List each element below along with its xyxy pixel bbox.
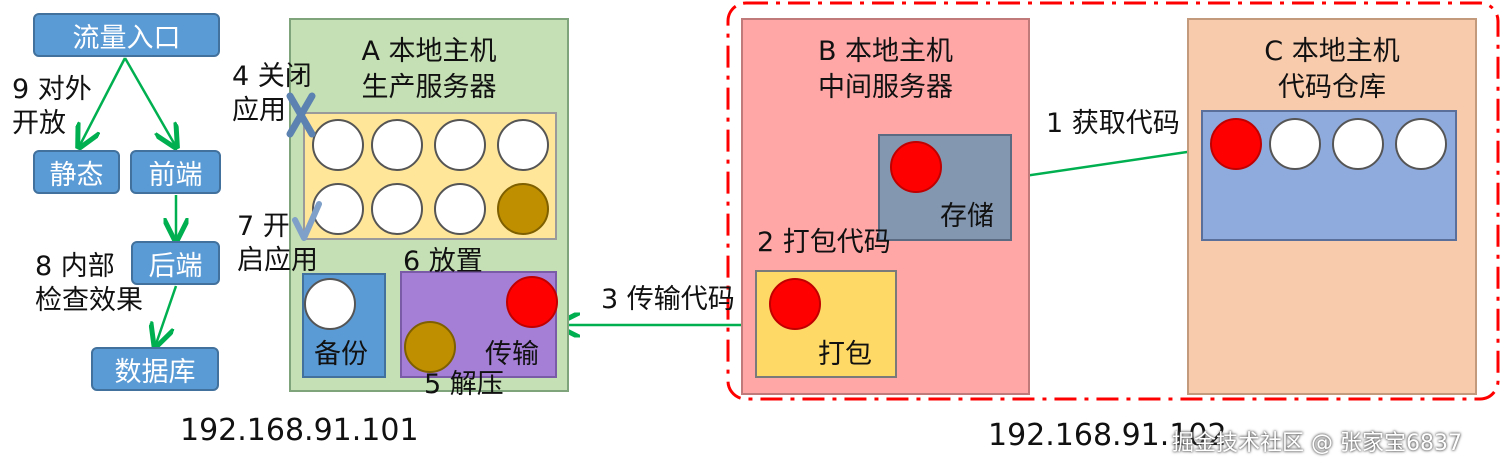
app-slot-7: [434, 183, 486, 235]
step-5-unzip: 5 解压: [424, 369, 504, 400]
arrow-entry-to-frontend: [123, 57, 175, 145]
flow-entry-label: 流量入口: [72, 22, 181, 54]
label-internal-check: 8 内部 检查效果: [35, 251, 143, 316]
app-slot-5: [312, 183, 364, 235]
flow-database-label: 数据库: [114, 356, 196, 388]
step-7-open-app: 7 开 启应用: [237, 211, 318, 276]
repo-slot-4: [1395, 118, 1447, 170]
packed-package: [769, 278, 821, 330]
backup-label: 备份: [314, 339, 368, 370]
step-2-pack-code: 2 打包代码: [757, 227, 891, 258]
pack-label: 打包: [818, 339, 872, 370]
flow-database-box: 数据库: [91, 347, 219, 391]
host-a-title: A 本地主机 生产服务器: [361, 36, 497, 103]
step-1-fetch-code: 1 获取代码: [1046, 108, 1180, 139]
app-slot-8-placed: [497, 183, 549, 235]
repo-code-current: [1210, 118, 1262, 170]
arrow-backend-to-database: [156, 285, 178, 344]
flow-static-label: 静态: [49, 159, 104, 191]
transfer-package: [506, 276, 558, 328]
label-external-open: 9 对外 开放: [12, 74, 92, 139]
app-slot-1: [312, 119, 364, 171]
flow-backend-box: 后端: [131, 241, 220, 285]
app-slot-4: [497, 119, 549, 171]
flow-backend-label: 后端: [148, 250, 203, 282]
flow-entry-box: 流量入口: [33, 13, 220, 57]
repo-slot-2: [1269, 118, 1321, 170]
flow-static-box: 静态: [33, 150, 120, 194]
close-x-icon: [286, 92, 316, 138]
repo-slot-3: [1332, 118, 1384, 170]
unzipped-package: [404, 321, 456, 373]
host-c-title: C 本地主机 代码仓库: [1264, 36, 1400, 103]
host-b-title: B 本地主机 中间服务器: [817, 36, 954, 103]
app-slot-3: [434, 119, 486, 171]
step-3-transfer-code: 3 传输代码: [601, 284, 735, 315]
watermark: 掘金技术社区 @ 张家宝6837: [1172, 431, 1462, 456]
flow-frontend-label: 前端: [148, 159, 203, 191]
app-slot-6: [371, 183, 423, 235]
backup-slot: [304, 278, 356, 330]
flow-frontend-box: 前端: [130, 150, 221, 194]
arrow-entry-to-static: [80, 57, 127, 145]
storage-label: 存储: [940, 201, 994, 232]
arrow-fetch-code: [1004, 146, 1215, 179]
host-a-ip: 192.168.91.101: [180, 413, 419, 448]
stored-package: [890, 141, 942, 193]
host-b-ip: 192.168.91.102: [988, 418, 1227, 453]
step-6-place: 6 放置: [403, 246, 483, 277]
open-check-icon: [292, 201, 322, 241]
server-group-outline: [726, 1, 1500, 401]
transfer-label: 传输: [485, 339, 539, 370]
app-slot-2: [371, 119, 423, 171]
step-4-close-app: 4 关闭 应用: [232, 61, 312, 126]
